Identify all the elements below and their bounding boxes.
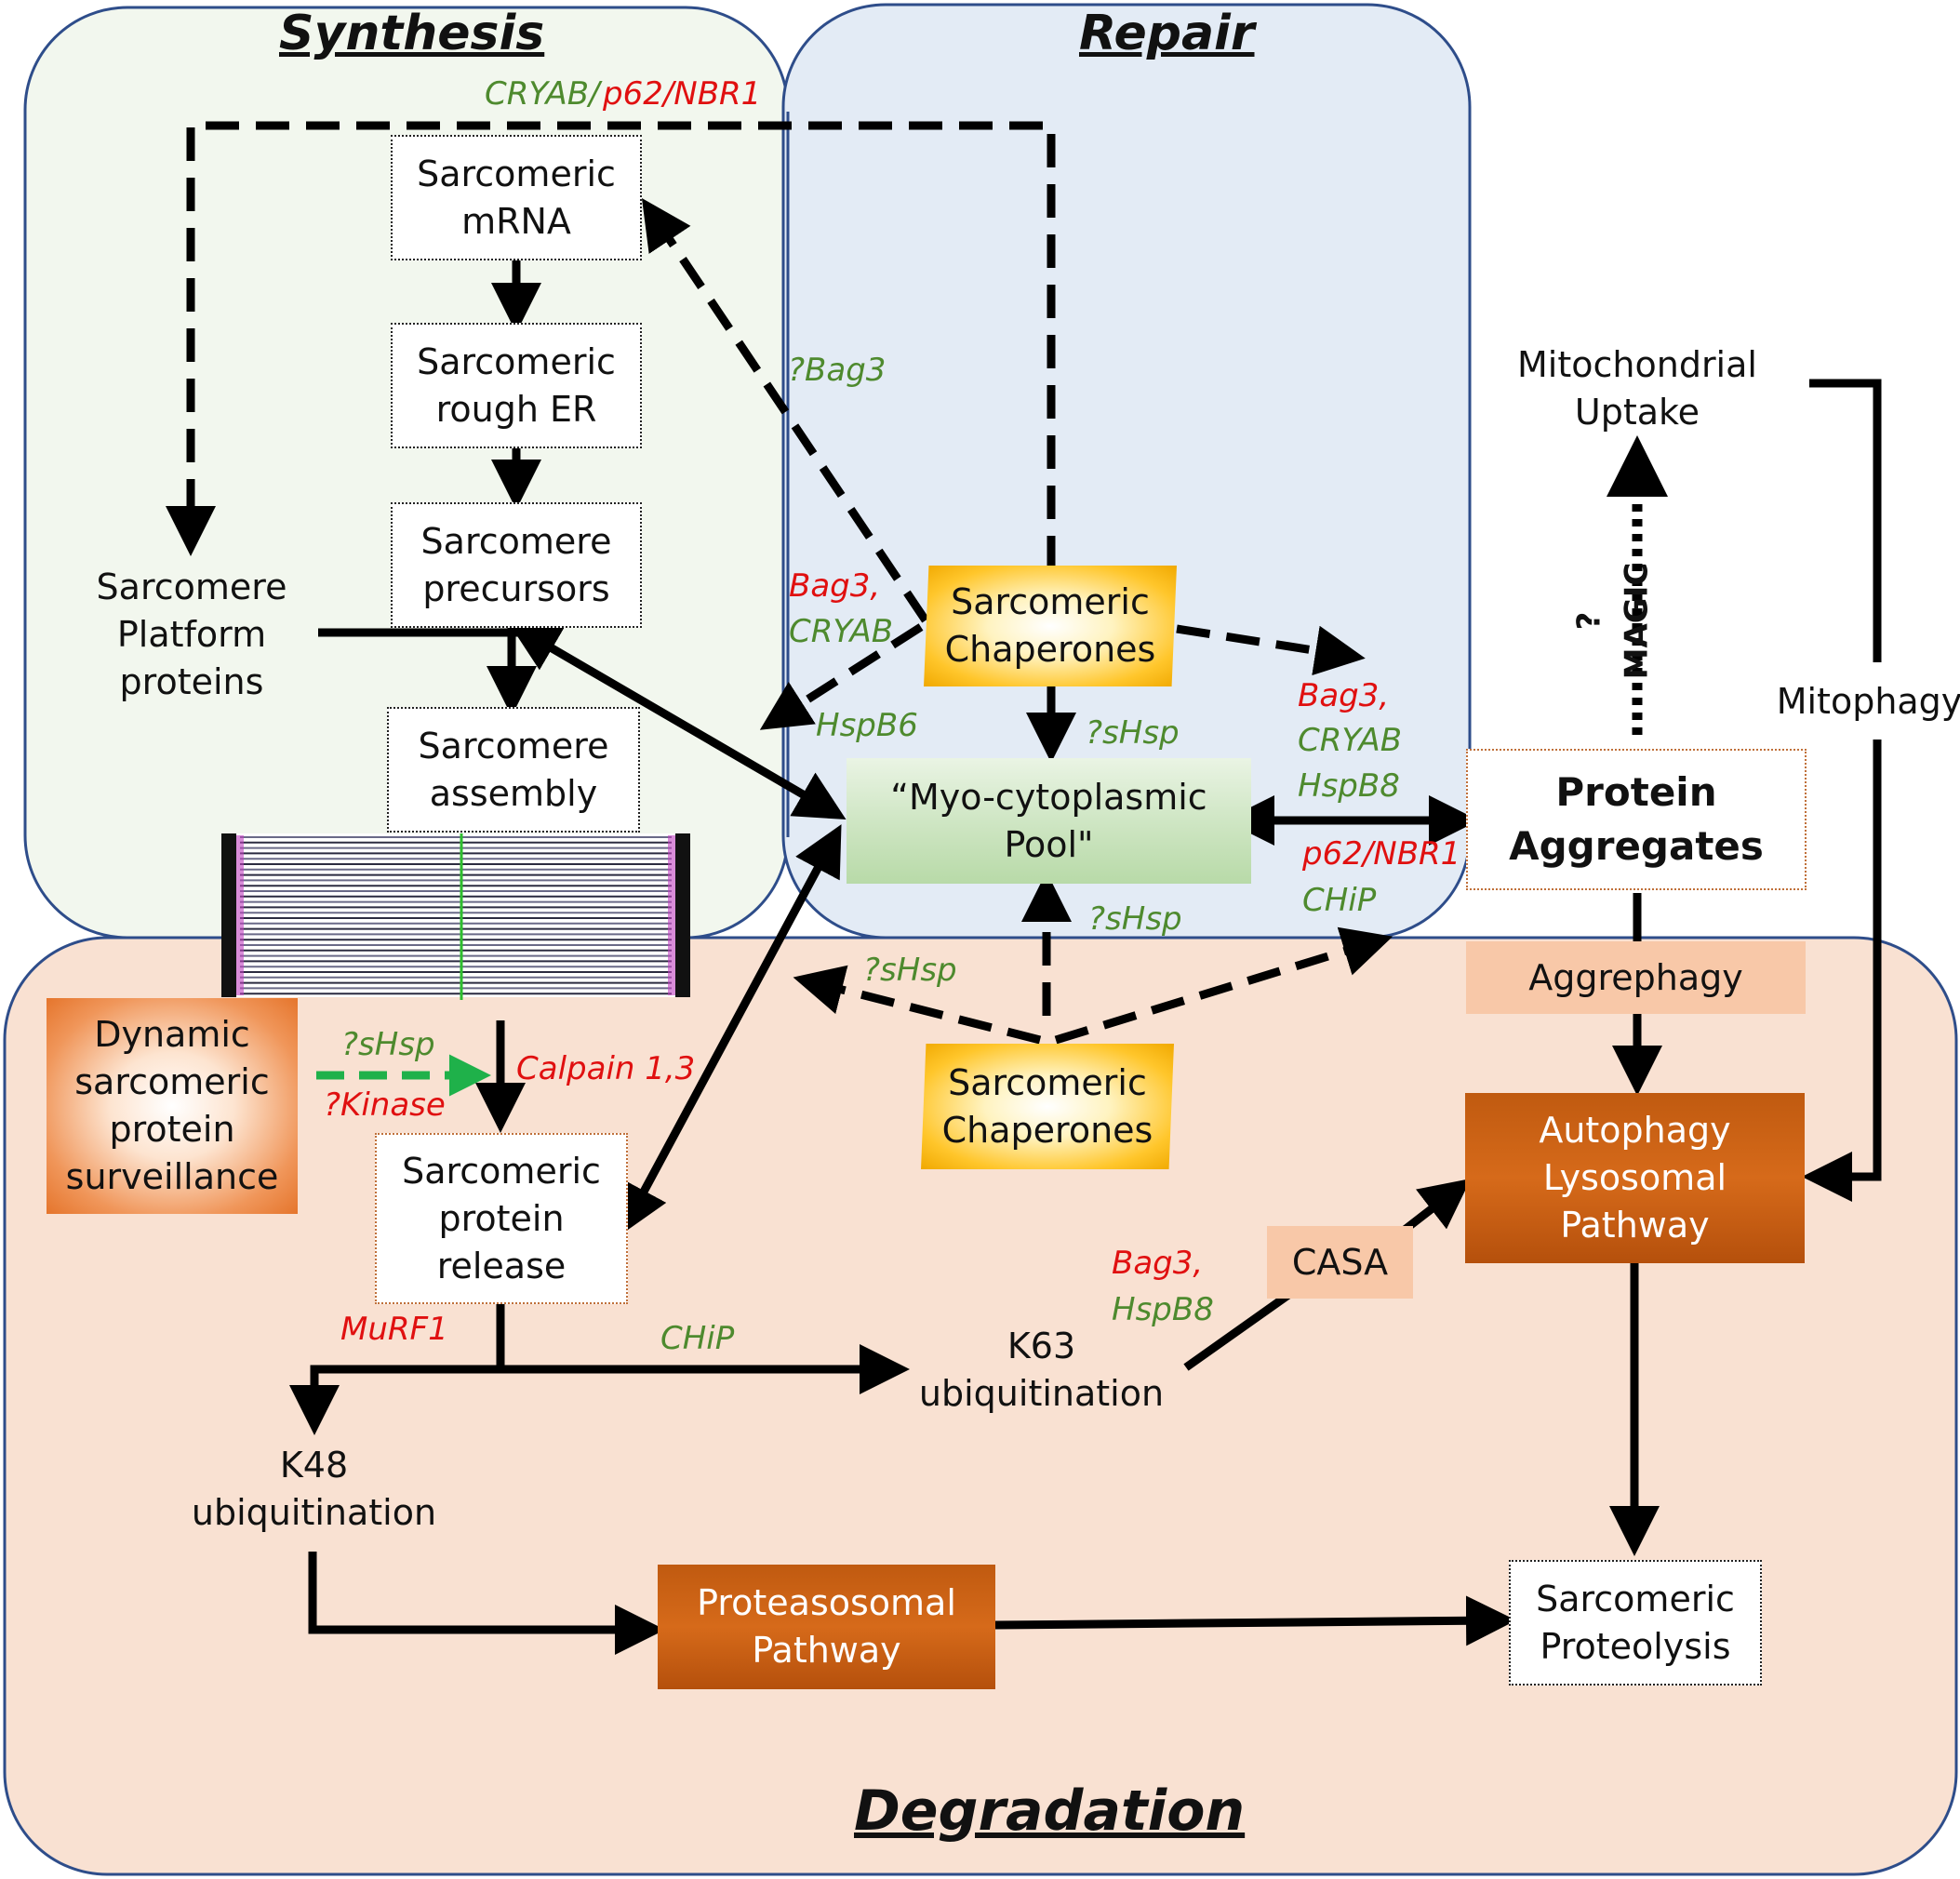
casa-box: CASA bbox=[1267, 1226, 1413, 1299]
label-bag3-c: Bag3, bbox=[1112, 1245, 1204, 1282]
magic-label: ? MAGIC bbox=[1570, 562, 1655, 680]
rough-er-box: Sarcomeric rough ER bbox=[391, 323, 642, 448]
label-shsp-4: ?sHsp bbox=[341, 1026, 435, 1063]
mitophagy-label: Mitophagy bbox=[1776, 681, 1960, 722]
label-murf1: MuRF1 bbox=[340, 1311, 448, 1348]
k48-ubiquitination: K48 ubiquitination bbox=[191, 1445, 437, 1533]
label-hspb6: HspB6 bbox=[816, 707, 918, 744]
sarcomeric-mrna-box: Sarcomeric mRNA bbox=[391, 135, 642, 260]
mitochondrial-uptake: Mitochondrial Uptake bbox=[1517, 343, 1757, 433]
label-shsp-3: ?sHsp bbox=[863, 952, 957, 989]
surveillance-box: Dynamic sarcomeric protein surveillance bbox=[47, 998, 298, 1214]
label-p62-top: p62/NBR1 bbox=[603, 75, 762, 113]
label-hspb8-c: HspB8 bbox=[1112, 1291, 1214, 1328]
degradation-title: Degradation bbox=[854, 1779, 1246, 1844]
chaperones-top: Sarcomeric Chaperones bbox=[924, 566, 1177, 686]
label-cryab-a: CRYAB bbox=[789, 613, 894, 650]
autophagy-box: Autophagy Lysosomal Pathway bbox=[1465, 1093, 1805, 1263]
protein-aggregates-box: Protein Aggregates bbox=[1466, 749, 1807, 890]
label-cryab-b: CRYAB bbox=[1298, 722, 1403, 759]
label-shsp-1: ?sHsp bbox=[1086, 714, 1180, 752]
platform-proteins: Sarcomere Platform proteins bbox=[96, 566, 287, 702]
arrow-precursors-pool bbox=[508, 622, 847, 820]
protein-release-box: Sarcomeric protein release bbox=[375, 1133, 628, 1304]
label-bag3-b: Bag3, bbox=[1298, 677, 1390, 714]
label-chip-b: CHiP bbox=[1302, 882, 1377, 919]
label-cryab-top: CRYAB/ bbox=[485, 75, 600, 113]
arrow-casa-autophagy bbox=[1402, 1179, 1472, 1233]
assembly-box: Sarcomere assembly bbox=[387, 707, 640, 833]
synthesis-title: Synthesis bbox=[279, 6, 545, 61]
label-chip-c: CHiP bbox=[660, 1320, 735, 1357]
arrow-chap-mrna bbox=[641, 198, 929, 623]
myo-cytoplasmic-pool: “Myo-cytoplasmic Pool" bbox=[847, 758, 1251, 884]
label-calpain: Calpain 1,3 bbox=[516, 1050, 696, 1087]
aggrephagy-box: Aggrephagy bbox=[1466, 941, 1806, 1014]
precursors-box: Sarcomere precursors bbox=[391, 502, 642, 628]
sarcomere-image bbox=[221, 833, 690, 1000]
label-kinase: ?Kinase bbox=[324, 1086, 446, 1124]
line-k63-casa bbox=[1183, 1289, 1294, 1371]
k63-ubiquitination: K63 ubiquitination bbox=[918, 1326, 1165, 1414]
arrow-proteasomal-proteolysis bbox=[994, 1595, 1516, 1646]
proteasomal-box: Proteasosomal Pathway bbox=[658, 1565, 995, 1689]
label-shsp-2: ?sHsp bbox=[1088, 900, 1182, 938]
repair-title: Repair bbox=[1079, 6, 1255, 61]
mitophagy-line-top bbox=[1809, 379, 1882, 662]
mitophagy-line-bottom bbox=[1802, 740, 1882, 1202]
label-bag3-q: ?Bag3 bbox=[788, 352, 887, 389]
repair-region bbox=[781, 3, 1472, 940]
label-hspb8-b: HspB8 bbox=[1298, 767, 1400, 805]
label-bag3-a: Bag3, bbox=[789, 567, 881, 605]
arrow-k48-proteasomal bbox=[308, 1552, 665, 1655]
arrow-release-k48 bbox=[289, 1365, 500, 1435]
dashed-loop-arrow bbox=[166, 121, 1056, 569]
arrow-chap2-left bbox=[793, 965, 1042, 1045]
arrow-release-pool bbox=[620, 824, 842, 1235]
arrow-chap-hspb6 bbox=[759, 623, 924, 730]
arrow-chap2-right bbox=[1054, 926, 1393, 1045]
arrow-chap-right bbox=[1176, 624, 1366, 676]
chaperones-bottom: Sarcomeric Chaperones bbox=[921, 1044, 1174, 1169]
label-p62-b: p62/NBR1 bbox=[1302, 835, 1461, 873]
proteolysis-box: Sarcomeric Proteolysis bbox=[1509, 1560, 1762, 1686]
